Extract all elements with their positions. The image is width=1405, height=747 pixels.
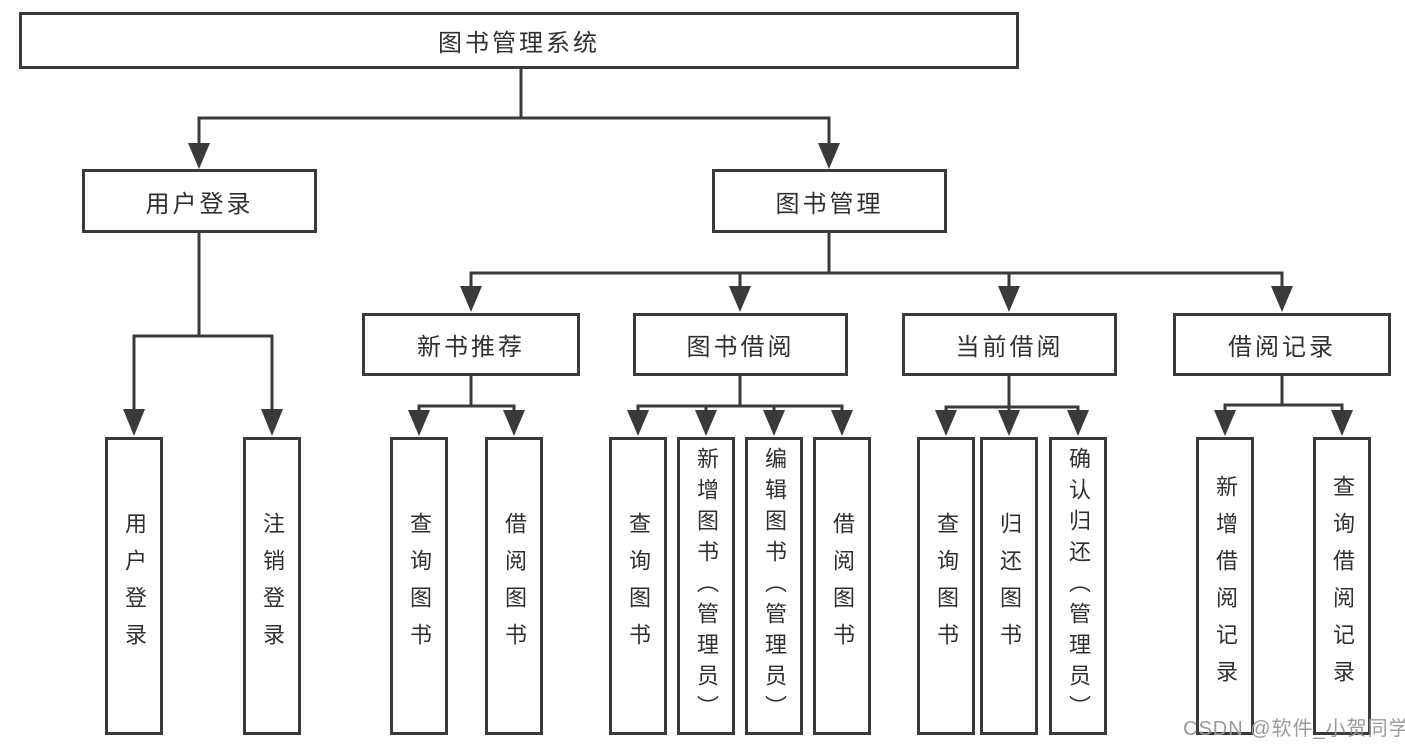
- leaf-query-books-borrow: 查询图书: [609, 437, 667, 735]
- arrowhead: [503, 410, 525, 436]
- connector-book-management-to-level3: [460, 229, 1293, 312]
- arrowhead: [1067, 410, 1089, 436]
- leaf-add-book-admin: 新增图书（管理员）: [677, 437, 735, 735]
- arrowhead: [1214, 410, 1236, 436]
- connector-new-book-group: [408, 372, 525, 436]
- leaf-add-borrow-record: 新增借阅记录: [1196, 437, 1254, 735]
- node-new-book-recommend: 新书推荐: [362, 313, 580, 376]
- node-borrow-records: 借阅记录: [1173, 313, 1391, 376]
- arrowhead: [261, 409, 283, 436]
- arrowhead: [408, 410, 430, 436]
- arrowhead: [935, 410, 957, 436]
- node-book-borrow: 图书借阅: [633, 313, 848, 376]
- arrowhead: [123, 409, 145, 436]
- connector-book-borrow-group: [627, 372, 853, 436]
- leaf-borrow-books: 借阅图书: [813, 437, 871, 735]
- leaf-query-books-current: 查询图书: [917, 437, 975, 735]
- arrowhead: [627, 410, 649, 436]
- arrowhead: [831, 410, 853, 436]
- leaf-return-book: 归还图书: [980, 437, 1038, 735]
- node-book-management-branch: 图书管理: [712, 169, 947, 233]
- leaf-borrow-books-recommend: 借阅图书: [485, 437, 543, 735]
- arrowhead: [460, 286, 482, 312]
- arrowhead: [729, 286, 751, 312]
- leaf-query-borrow-record: 查询借阅记录: [1313, 437, 1371, 735]
- arrowhead: [1271, 286, 1293, 312]
- arrowhead: [998, 286, 1020, 312]
- connector-user-login-group: [123, 229, 283, 436]
- arrowhead: [763, 410, 785, 436]
- csdn-watermark: CSDN @软件_小贺同学: [1183, 718, 1405, 740]
- connector-root-to-level2: [188, 66, 840, 169]
- node-root-library-system: 图书管理系统: [19, 12, 1019, 69]
- arrowhead: [1331, 410, 1353, 436]
- node-user-login-branch: 用户登录: [82, 169, 317, 233]
- leaf-query-books-recommend: 查询图书: [390, 437, 448, 735]
- arrowhead: [998, 410, 1020, 436]
- connector-borrow-records-group: [1214, 372, 1353, 436]
- leaf-confirm-return-admin: 确认归还（管理员）: [1049, 437, 1107, 735]
- arrowhead: [188, 143, 210, 169]
- arrowhead: [818, 143, 840, 169]
- leaf-logout: 注销登录: [243, 437, 301, 735]
- connector-current-borrow-group: [935, 372, 1089, 436]
- leaf-edit-book-admin: 编辑图书（管理员）: [745, 437, 803, 735]
- leaf-user-login: 用户登录: [105, 437, 163, 735]
- arrowhead: [695, 410, 717, 436]
- node-current-borrow: 当前借阅: [902, 313, 1117, 376]
